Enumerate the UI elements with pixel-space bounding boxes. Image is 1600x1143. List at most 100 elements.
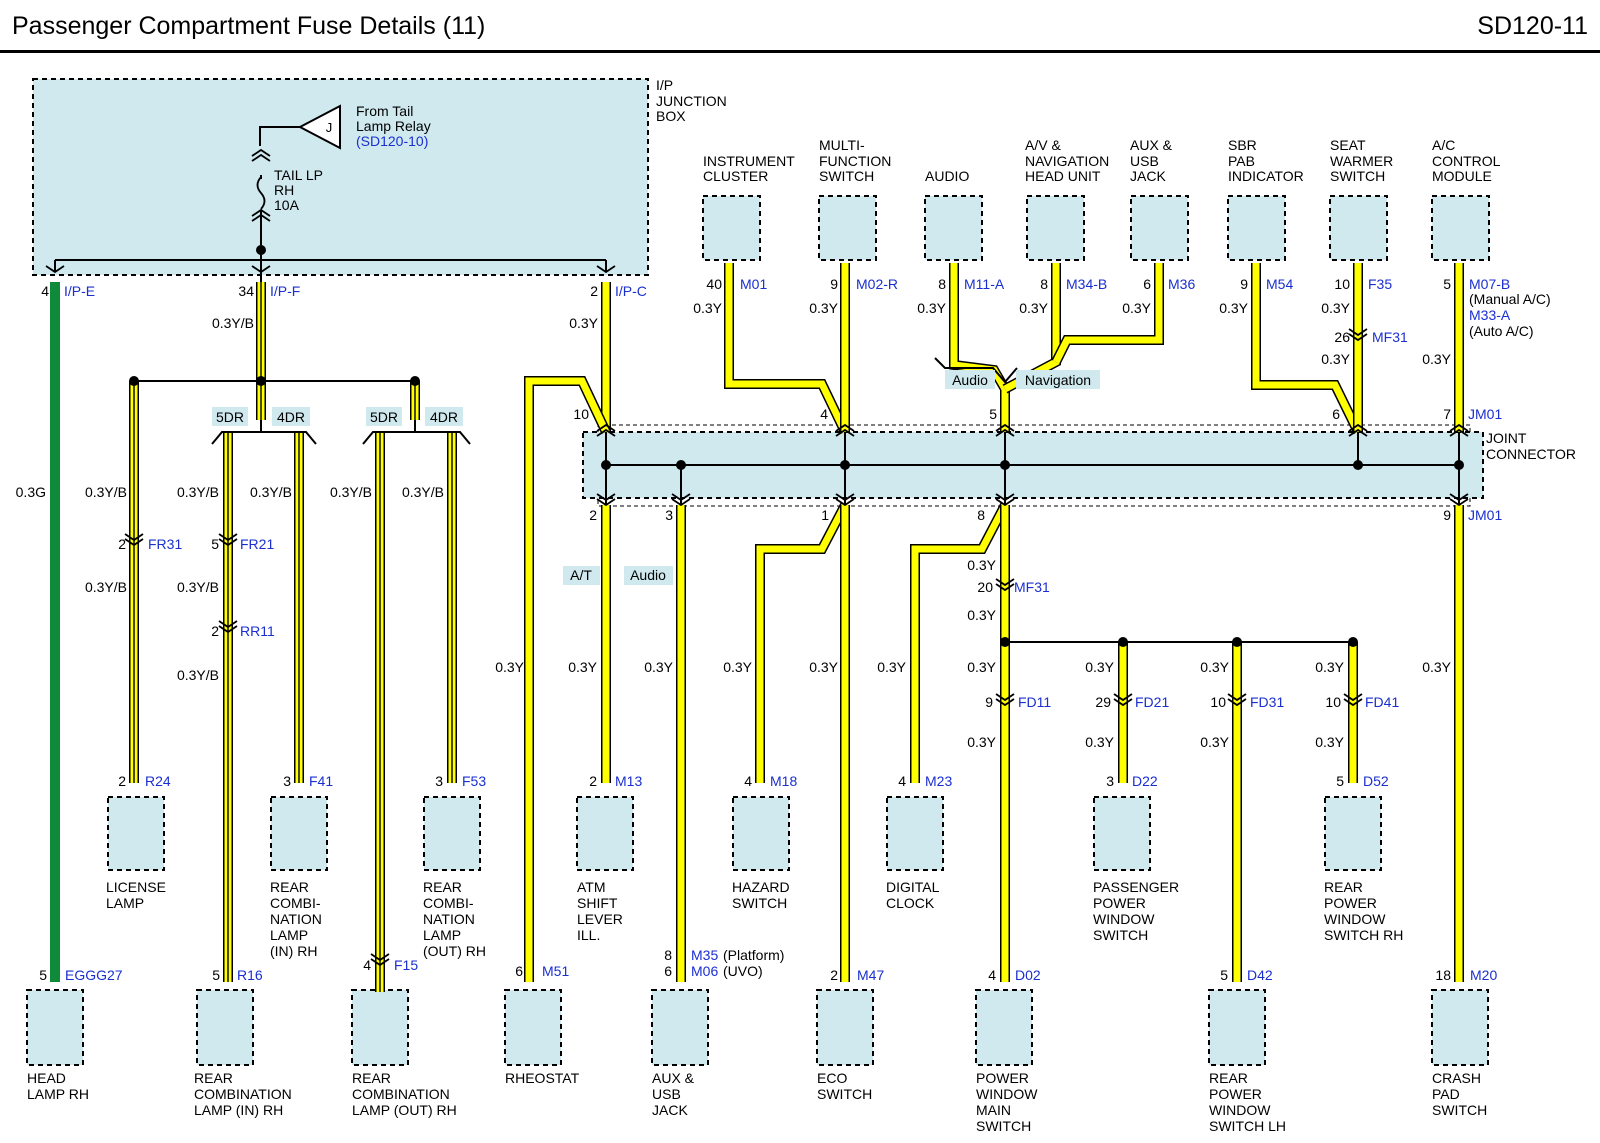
- atm-shift-lever-box: [576, 796, 634, 871]
- connector-chevron-icon: [596, 423, 616, 432]
- label-y22: 0.3Y: [1315, 659, 1344, 675]
- label-y25: 0.3Y: [1085, 734, 1114, 750]
- label-cFR21: FR21: [240, 536, 274, 552]
- label-b7b: POWER: [1093, 895, 1146, 911]
- connector-chevron-icon: [251, 208, 271, 217]
- fuse-icon: [256, 176, 266, 210]
- label-y13: 0.3Y: [495, 659, 524, 675]
- connector-chevron-icon: [995, 583, 1015, 592]
- label-y23: 0.3Y: [1422, 659, 1451, 675]
- label-y27: 0.3Y: [1315, 734, 1344, 750]
- label-b7a: PASSENGER: [1093, 879, 1179, 895]
- ip-junction-box: [32, 78, 649, 276]
- wire-black: [362, 420, 416, 445]
- label-pM06: 6: [664, 963, 672, 979]
- label-j9: 9: [1443, 507, 1451, 523]
- label-pF: 34: [238, 283, 254, 299]
- label-m33n: (Auto A/C): [1469, 323, 1534, 339]
- label-cMF31a: MF31: [1372, 329, 1408, 345]
- label-pC: 2: [590, 283, 598, 299]
- label-y9: 0.3Y: [1321, 351, 1350, 367]
- label-b8c: WINDOW: [1324, 911, 1386, 927]
- connector-chevron-icon: [218, 533, 238, 542]
- label-pM01: 40: [706, 276, 722, 292]
- label-m06n: (UVO): [723, 963, 763, 979]
- label-cM47: M47: [857, 967, 884, 983]
- rear-combination-lamp-out-box: [423, 796, 481, 871]
- label-pM20: 18: [1435, 967, 1451, 983]
- label-pFD11: 9: [985, 694, 993, 710]
- label-n4c: HEAD UNIT: [1025, 168, 1101, 184]
- label-cMF31b: MF31: [1014, 579, 1050, 595]
- label-y6: 0.3Y: [1219, 300, 1248, 316]
- label-b5a: HAZARD: [732, 879, 790, 895]
- passenger-power-window-box: [1093, 796, 1151, 871]
- connector-chevron-icon: [995, 693, 1015, 702]
- label-n8a: A/C: [1432, 137, 1455, 153]
- connector-chevron-icon: [218, 625, 238, 634]
- label-tNav: Navigation: [1025, 372, 1091, 388]
- label-g3c: LAMP (OUT) RH: [352, 1102, 457, 1118]
- label-b2a: REAR: [270, 879, 309, 895]
- connector-chevron-icon: [1343, 698, 1363, 707]
- label-pFD21: 29: [1095, 694, 1111, 710]
- digital-clock-box: [886, 796, 944, 871]
- label-n7b: WARMER: [1330, 153, 1393, 169]
- connector-chevron-icon: [1113, 693, 1133, 702]
- wire-yellow: [525, 377, 610, 982]
- ac-control-module-box: [1431, 195, 1490, 261]
- wire-black: [934, 357, 1018, 384]
- multi-function-switch-box: [818, 195, 877, 261]
- crash-pad-switch-box: [1431, 989, 1489, 1066]
- relay-icon: [297, 104, 341, 150]
- label-b7d: SWITCH: [1093, 927, 1148, 943]
- wire-yellow: [1252, 263, 1362, 434]
- label-n8c: MODULE: [1432, 168, 1492, 184]
- label-j7: 7: [1443, 406, 1451, 422]
- splice-dot: [1348, 637, 1358, 647]
- connector-chevron-icon: [995, 428, 1015, 437]
- label-g8b: POWER: [1209, 1086, 1262, 1102]
- label-n4a: A/V &: [1025, 137, 1061, 153]
- label-pM47: 2: [830, 967, 838, 983]
- connector-chevron-icon: [251, 148, 271, 157]
- label-tAudio: Audio: [952, 372, 988, 388]
- label-g5a: AUX &: [652, 1070, 695, 1086]
- rear-power-window-lh-box: [1208, 989, 1266, 1066]
- label-g3b: COMBINATION: [352, 1086, 450, 1102]
- label-y15: 0.3Y: [644, 659, 673, 675]
- label-j2: 2: [589, 507, 597, 523]
- label-b2e: (IN) RH: [270, 943, 317, 959]
- label-m35n: (Platform): [723, 947, 784, 963]
- label-cM06: M06: [691, 963, 718, 979]
- label-g2a: REAR: [194, 1070, 233, 1086]
- splice-dot: [256, 245, 266, 255]
- label-j4: 4: [820, 406, 828, 422]
- label-pM35: 8: [664, 947, 672, 963]
- label-pEGG: 5: [39, 967, 47, 983]
- label-j1: 1: [821, 507, 829, 523]
- label-b1b: LAMP: [106, 895, 144, 911]
- connector-chevron-icon: [835, 498, 855, 507]
- label-cM18: M18: [770, 773, 797, 789]
- label-y19: 0.3Y: [967, 659, 996, 675]
- page-code: SD120-11: [1477, 12, 1588, 40]
- label-pD22: 3: [1106, 773, 1114, 789]
- label-cM51: M51: [542, 963, 569, 979]
- label-cF35: F35: [1368, 276, 1392, 292]
- label-t5a: 5DR: [216, 409, 244, 425]
- connector-chevron-icon: [1449, 423, 1469, 432]
- label-j3: 3: [665, 507, 673, 523]
- wire-black: [259, 126, 300, 146]
- label-m07n: (Manual A/C): [1469, 291, 1551, 307]
- relay-text1: From Tail: [356, 103, 413, 119]
- wire-black: [261, 431, 317, 445]
- label-w5: 0.3Y/B: [402, 484, 444, 500]
- connector-chevron-icon: [1113, 698, 1133, 707]
- tag-background: [563, 566, 600, 585]
- label-n7a: SEAT: [1330, 137, 1366, 153]
- splice-dot: [1118, 637, 1128, 647]
- connector-chevron-icon: [995, 423, 1015, 432]
- label-n4b: NAVIGATION: [1025, 153, 1109, 169]
- label-n7c: SWITCH: [1330, 168, 1385, 184]
